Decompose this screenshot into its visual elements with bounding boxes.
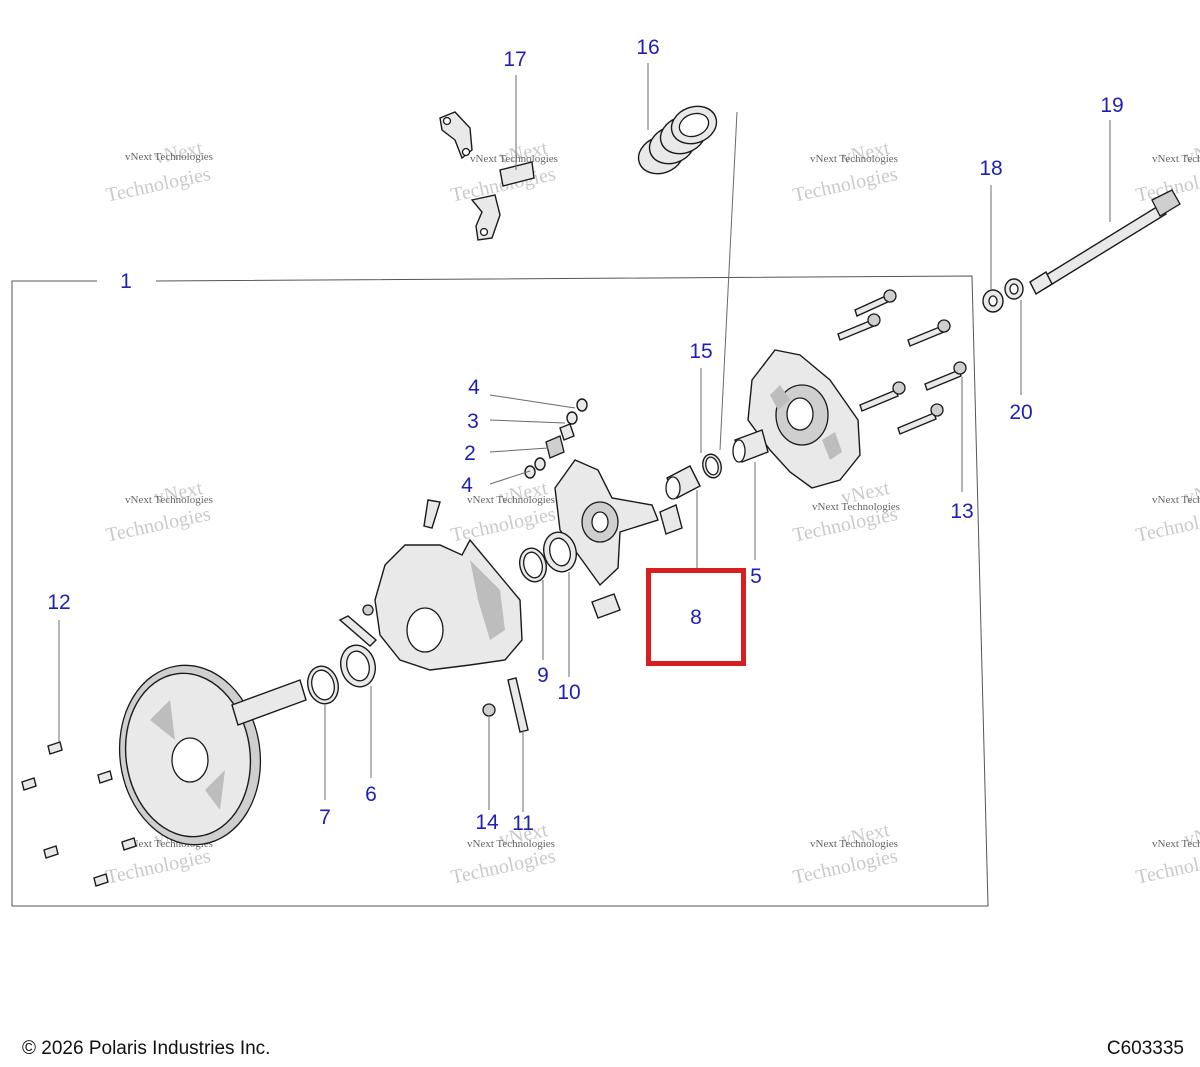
part-spider	[554, 459, 683, 587]
watermark-company: Technologies	[104, 163, 213, 207]
watermark-company: Technologies	[449, 503, 558, 547]
callout-12[interactable]: 12	[47, 591, 70, 614]
part-cover	[747, 349, 861, 489]
part-12-screws	[21, 741, 137, 887]
watermark-tagline: vNext Technologies	[810, 153, 898, 165]
watermark-tagline: vNext Technologies	[810, 838, 898, 850]
assembly-frame	[11, 275, 989, 907]
part-14-nut	[362, 604, 496, 717]
leader-lines	[58, 63, 1111, 812]
watermark-tagline: vNext Technologies	[1152, 153, 1200, 165]
callout-15[interactable]: 15	[689, 340, 712, 363]
watermark-tagline: vNext Technologies	[1152, 838, 1200, 850]
copyright-text: © 2026 Polaris Industries Inc.	[22, 1038, 271, 1059]
part-13-bolts	[837, 289, 967, 435]
watermark-company: Technologies	[104, 845, 213, 889]
part-19-bolt	[1029, 189, 1181, 296]
callout-6[interactable]: 6	[365, 783, 377, 806]
highlight-box	[646, 568, 746, 666]
callout-14[interactable]: 14	[475, 811, 499, 834]
part-2-3-4-pins	[524, 398, 588, 479]
callout-7[interactable]: 7	[319, 806, 331, 829]
diagram-id: C603335	[1106, 1038, 1184, 1059]
callout-16[interactable]: 16	[636, 36, 659, 59]
part-6-bushing	[340, 644, 376, 688]
callout-20[interactable]: 20	[1009, 401, 1032, 424]
callout-9[interactable]: 9	[537, 664, 549, 687]
watermark-tagline: vNext Technologies	[470, 153, 558, 165]
callout-19[interactable]: 19	[1100, 94, 1123, 117]
callout-18[interactable]: 18	[979, 157, 1002, 180]
part-16-spring	[637, 105, 718, 175]
part-20-washer	[1004, 278, 1024, 300]
callout-2[interactable]: 2	[464, 442, 476, 465]
watermark-tagline: vNext Technologies	[467, 494, 555, 506]
callout-10[interactable]: 10	[557, 681, 580, 704]
watermark-company: Technologies	[791, 163, 900, 207]
part-fixed-sheave	[118, 664, 307, 846]
watermark-company: Technologies	[1134, 845, 1200, 889]
part-10-seal	[543, 531, 577, 573]
callout-5[interactable]: 5	[750, 565, 762, 588]
part-18-nut	[982, 289, 1004, 313]
watermark-tagline: vNext Technologies	[467, 838, 555, 850]
part-7-ring	[306, 665, 340, 705]
watermark-company: Technologies	[449, 845, 558, 889]
callout-labels: 1 2 3 4 4 5 6 7 8 9 10 11 12 13 14 15 16…	[47, 36, 1123, 835]
part-9-ring	[518, 547, 548, 583]
callout-4-bottom[interactable]: 4	[461, 474, 473, 497]
callout-13[interactable]: 13	[950, 500, 973, 523]
part-8-collar	[665, 465, 701, 500]
callout-3[interactable]: 3	[467, 410, 479, 433]
part-roller-pin	[591, 593, 621, 619]
callout-17[interactable]: 17	[503, 48, 526, 71]
watermark-tagline: vNext Technologies	[125, 494, 213, 506]
part-11-pin	[338, 615, 529, 733]
watermark-company: Technologies	[104, 503, 213, 547]
part-5-bushing	[732, 429, 769, 463]
watermark-company: Technologies	[791, 845, 900, 889]
part-movable-sheave	[374, 499, 523, 671]
part-15-ring	[702, 453, 722, 479]
watermark-tagline: vNext Technologies	[125, 151, 213, 163]
watermark-company: Technologies	[1134, 503, 1200, 547]
callout-4-top[interactable]: 4	[468, 376, 480, 399]
part-17-weights	[439, 111, 535, 241]
watermark-tagline: vNext Technologies	[812, 501, 900, 513]
callout-1[interactable]: 1	[120, 270, 132, 293]
callout-8[interactable]: 8	[690, 606, 702, 629]
watermark-tagline: vNext Technologies	[1152, 494, 1200, 506]
callout-11[interactable]: 11	[512, 812, 534, 835]
